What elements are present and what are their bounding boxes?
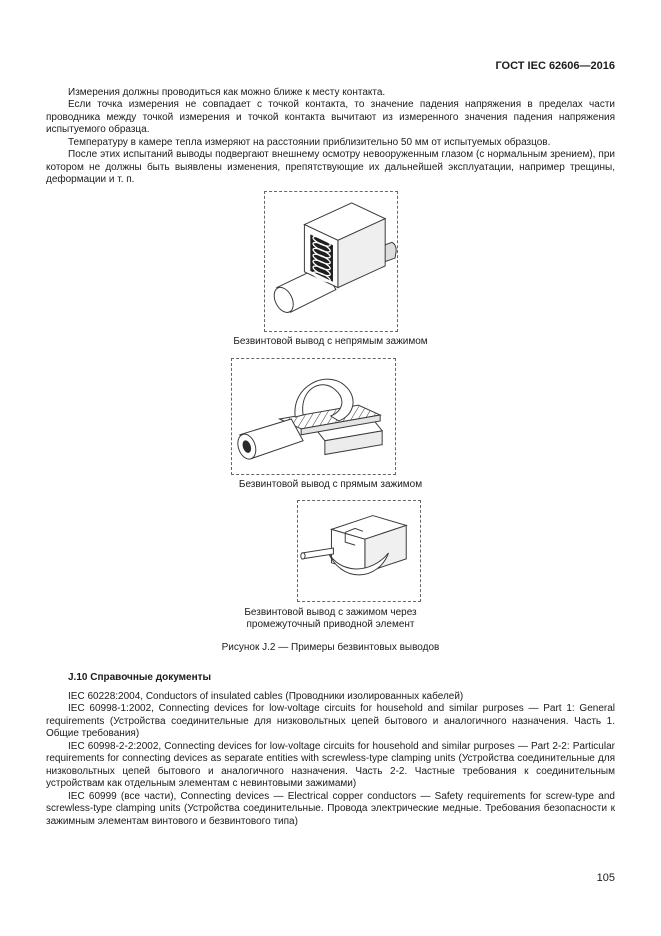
references-block: IEC 60228:2004, Conductors of insulated … <box>46 691 615 829</box>
body-paragraph: Если точка измерения не совпадает с точк… <box>46 99 615 135</box>
coil-spring <box>311 235 331 282</box>
reference-paragraph: IEC 60998-1:2002, Connecting devices for… <box>46 703 615 739</box>
cable-end-cap <box>273 286 294 313</box>
reference-paragraph: IEC 60999 (все части), Connecting device… <box>46 790 615 827</box>
top-notch <box>344 527 363 533</box>
figure-caption-2: Безвинтовой вывод с прямым зажимом <box>238 479 423 490</box>
section-heading: J.10 Справочные документы <box>68 672 212 683</box>
reference-paragraph: IEC 60998-2-2:2002, Connecting devices f… <box>46 740 615 790</box>
body-paragraph: После этих испытаний выводы подвергают в… <box>46 149 615 185</box>
direct-clamp-drawing <box>237 378 384 460</box>
figure-frame-direct-clamp <box>231 358 396 475</box>
plate-edge <box>300 414 381 436</box>
figure-label: Рисунок J.2 — Примеры безвинтовых выводо… <box>221 641 440 653</box>
conductor-rod <box>300 546 334 559</box>
rod-end-cap <box>299 551 306 560</box>
gost-standard-header: ГОСТ IEC 62606—2016 <box>495 60 615 72</box>
conductor-core <box>242 440 252 453</box>
reference-paragraph: IEC 60228:2004, Conductors of insulated … <box>68 690 464 702</box>
clamp-strap <box>294 378 354 422</box>
leaf-spring <box>326 550 389 575</box>
indirect-clamp-drawing <box>273 201 397 313</box>
page-number: 105 <box>596 872 615 884</box>
intermediate-clamp-drawing <box>299 514 408 575</box>
figure-frame-indirect-clamp <box>263 190 398 332</box>
body-paragraph: Температуру в камере тепла измеряют на р… <box>68 136 551 148</box>
figure-frame-intermediate-clamp <box>296 499 421 602</box>
front-notch <box>344 531 355 546</box>
figure-caption-3: Безвинтовой вывод с зажимом через промеж… <box>244 606 417 631</box>
body-paragraph: Измерения должны проводиться как можно б… <box>68 86 386 98</box>
base-front-face <box>324 430 383 456</box>
figure-caption-1: Безвинтовой вывод с непрямым зажимом <box>233 335 428 347</box>
